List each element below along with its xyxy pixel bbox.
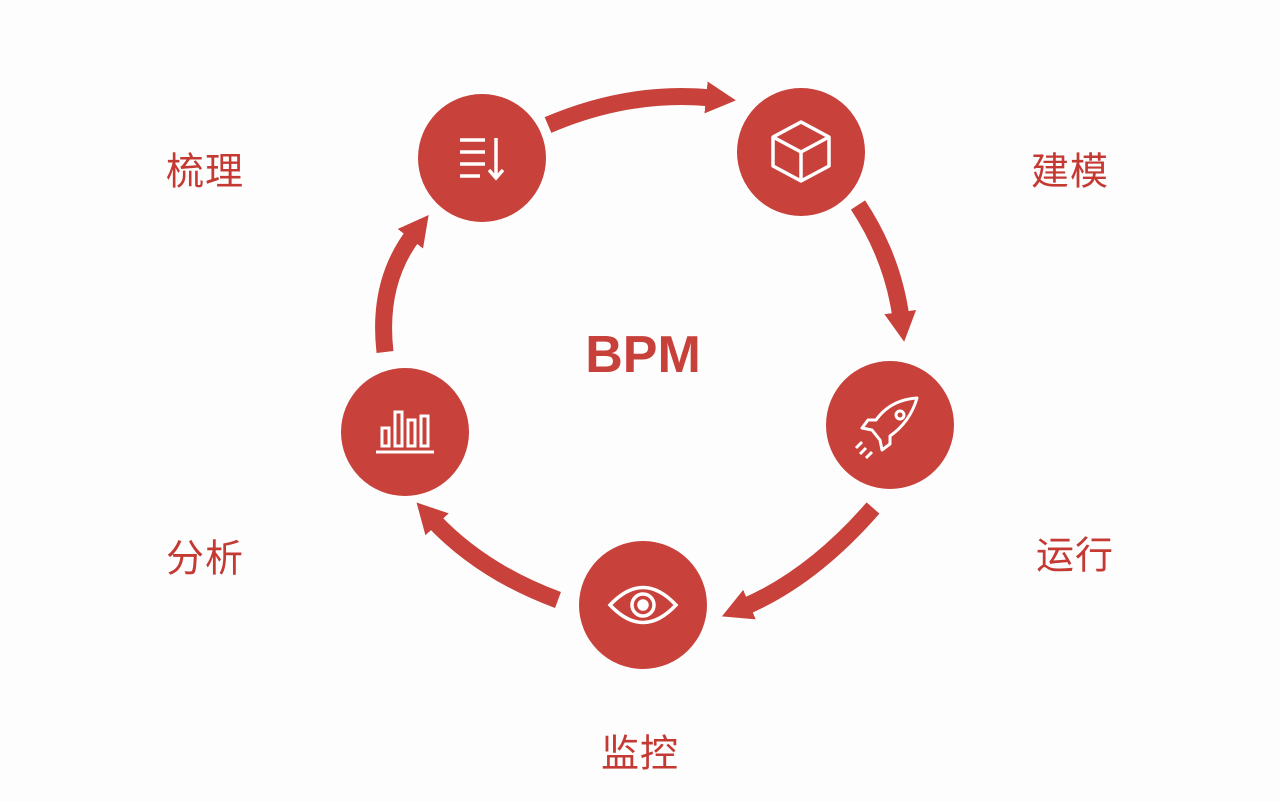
eye-icon	[607, 585, 679, 625]
center-title: BPM	[585, 326, 701, 384]
stage-label-organize: 梳理	[165, 149, 245, 194]
arrow-analyze-to-organize	[375, 214, 429, 353]
arrow-model-to-run	[850, 200, 917, 342]
node-organize	[418, 94, 546, 222]
cube-icon	[771, 120, 831, 183]
stage-label-analyze: 分析	[165, 536, 245, 581]
node-analyze	[341, 368, 469, 496]
stage-label-monitor: 监控	[600, 731, 680, 776]
arrow-monitor-to-analyze	[416, 502, 561, 608]
stage-label-run: 运行	[1035, 533, 1115, 578]
rocket-icon	[854, 396, 919, 460]
list-sort-icon	[460, 138, 505, 181]
stage-label-model: 建模	[1030, 149, 1110, 194]
node-model	[737, 88, 865, 216]
arrow-run-to-monitor	[721, 502, 880, 620]
arrow-organize-to-model	[544, 81, 736, 133]
bar-chart-icon	[376, 410, 434, 454]
node-monitor	[579, 541, 707, 669]
node-run	[826, 361, 954, 489]
